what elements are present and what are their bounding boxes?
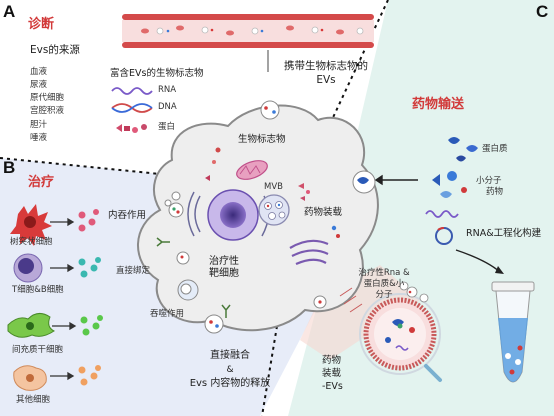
drug-loaded-ev-icon: [363, 297, 437, 371]
panel-c-highlight: [300, 265, 420, 360]
fusion-label-line2: &: [226, 365, 234, 375]
test-tube-icon: [491, 281, 535, 383]
receptor-icon: [156, 237, 231, 318]
fusion-label-line3: Evs 内容物的释放: [189, 378, 271, 389]
cell-to-ev-arrows: [50, 217, 77, 381]
drug-loading-label: 药物装载: [304, 207, 343, 218]
protein-icon: [116, 124, 147, 133]
rna-engineering-label: RNA&工程化构建: [466, 228, 542, 239]
to-tube-arrowhead: [495, 266, 504, 274]
source-item: 胆汁: [30, 120, 48, 130]
protein-cargo-label: 蛋白质: [482, 144, 508, 154]
blood-vessel: [122, 14, 374, 48]
ev-vesicles: [164, 100, 376, 334]
carrying-evs-label-line1: 携带生物标志物的: [284, 60, 368, 72]
small-molecule-label-line1: 小分子: [476, 176, 502, 186]
phagocytosis-label: 吞噬作用: [150, 309, 185, 319]
magnifier-lens: [359, 293, 442, 382]
source-item: 宫腔积液: [30, 106, 65, 116]
endocytosis-label: 内吞作用: [108, 210, 147, 221]
legend-rna-label: RNA: [158, 85, 177, 95]
legend-dna-label: DNA: [158, 102, 177, 112]
small-molecule-label-line2: 药物: [486, 187, 504, 197]
t-b-cell-icon: [13, 253, 43, 283]
source-item: 唾液: [30, 133, 48, 143]
cargo-label-line1: 治疗性Rna &: [358, 268, 410, 278]
loaded-evs-label-line1: 药物: [322, 355, 342, 366]
mvb-label: MVB: [264, 182, 283, 192]
ev-cargo-icon: [357, 177, 369, 184]
panel-c-title: 药物输送: [412, 97, 465, 112]
panel-c-letter: C: [536, 2, 549, 21]
biomarker-particles: [205, 147, 340, 238]
loaded-evs-label-line2: 装载: [322, 368, 342, 379]
cell-label-msc: 间充质干细胞: [12, 345, 64, 355]
cell-label-t-b: T细胞&B细胞: [12, 285, 64, 295]
panel-b-title: 治疗: [28, 175, 55, 190]
cargo-label-line2: 蛋白质&小: [363, 279, 405, 289]
source-item: 原代细胞: [30, 93, 65, 103]
target-cell-label-line1: 治疗性: [209, 256, 239, 267]
golgi-icon: [289, 239, 329, 266]
legend-protein-label: 蛋白: [158, 122, 176, 132]
plasmid-icon: [435, 226, 453, 245]
panel-b-letter: B: [3, 158, 16, 177]
nucleolus: [220, 202, 246, 228]
rna-icon: [111, 87, 153, 95]
mvb-icon: [258, 194, 290, 226]
divider-ab: [0, 157, 301, 189]
target-cell-label-line2: 靶细胞: [209, 268, 239, 279]
cell-label-dendritic: 树突状细胞: [10, 237, 53, 247]
carrying-evs-label-line2: EVs: [316, 74, 336, 86]
cargo-label-line3: 分子: [375, 290, 393, 300]
source-item: 尿液: [30, 80, 48, 90]
rna-cargo-icon: [425, 210, 459, 218]
other-cell-icon: [13, 365, 47, 391]
ev-sources-title: Evs的来源: [30, 44, 80, 56]
protein-cargo-icon: [448, 137, 478, 162]
loaded-evs-label-line3: -EVs: [322, 381, 343, 392]
small-molecule-icon: [432, 171, 467, 198]
ev-cluster: [399, 281, 429, 303]
panel-a-letter: A: [3, 2, 16, 21]
mesenchymal-stem-cell-icon: [7, 313, 55, 338]
dendritic-cell-icon: [10, 204, 52, 246]
spike-marks: [339, 287, 363, 313]
source-item: 血液: [30, 67, 48, 77]
loading-arrow: [374, 174, 418, 186]
direct-binding-label: 直接绑定: [116, 266, 151, 276]
dna-icon: [111, 103, 153, 113]
fusion-label-line1: 直接融合: [210, 350, 250, 361]
biomarker-label: 生物标志物: [238, 134, 286, 145]
enriched-biomarkers-title: 富含EVs的生物标志物: [110, 68, 204, 79]
mitochondria-icon: [236, 160, 268, 180]
secreted-ev-dots: [78, 209, 103, 386]
panel-a-title: 诊断: [28, 17, 55, 32]
cell-label-other: 其他细胞: [16, 395, 51, 405]
